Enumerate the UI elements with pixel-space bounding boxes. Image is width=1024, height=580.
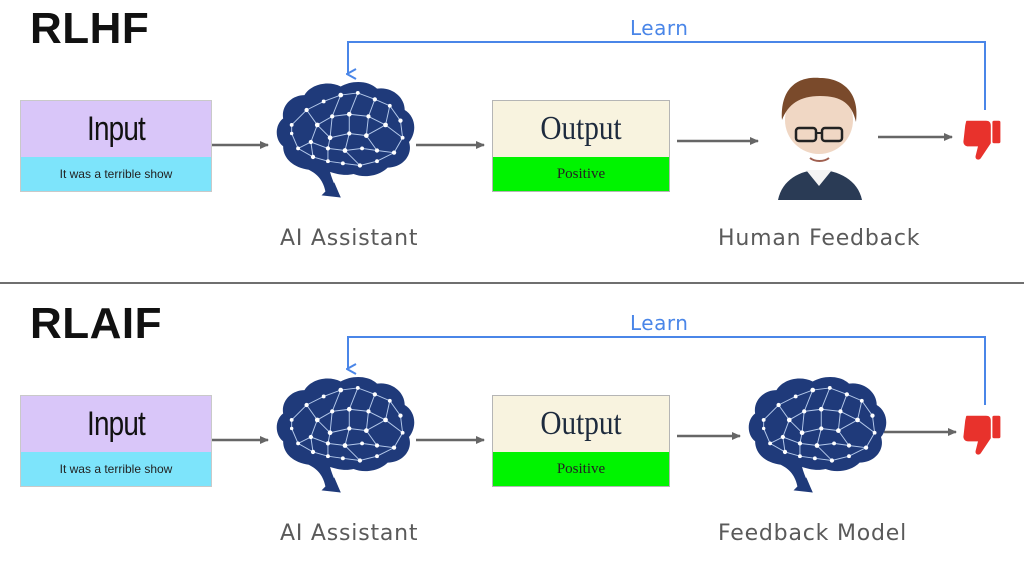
learn-label: Learn [630, 16, 689, 40]
input-text: It was a terrible show [21, 452, 211, 486]
rlhf-connectors [212, 41, 1001, 200]
section-divider [0, 282, 1024, 284]
thumbs-down-icon [963, 120, 1001, 160]
output-box: Output Positive [492, 100, 670, 192]
input-text: It was a terrible show [21, 157, 211, 191]
assistant-caption: AI Assistant [280, 521, 419, 546]
assistant-caption: AI Assistant [280, 226, 419, 251]
rlhf-section: RLHF Learn Input It was a terrible show … [0, 0, 1024, 285]
rlaif-connectors [212, 336, 1001, 494]
output-box: Output Positive [492, 395, 670, 487]
output-text: Positive [493, 157, 669, 191]
input-heading: Input [38, 396, 194, 452]
brain-network-icon [276, 81, 415, 199]
feedback-caption: Feedback Model [718, 521, 908, 546]
learn-feedback-arrow [348, 336, 986, 405]
input-box: Input It was a terrible show [20, 395, 212, 487]
learn-label: Learn [630, 311, 689, 335]
brain-network-icon [276, 376, 415, 494]
thumbs-down-icon [963, 415, 1001, 455]
output-heading: Output [540, 110, 622, 147]
input-heading: Input [38, 101, 194, 157]
output-heading: Output [540, 405, 622, 442]
feedback-model-brain-icon [748, 376, 887, 494]
feedback-caption: Human Feedback [718, 226, 921, 251]
section-title: RLAIF [30, 299, 163, 348]
input-box: Input It was a terrible show [20, 100, 212, 192]
rlaif-section: RLAIF Learn Input It was a terrible show… [0, 295, 1024, 580]
person-portrait-icon [778, 77, 862, 200]
section-title: RLHF [30, 4, 150, 53]
learn-feedback-arrow [348, 41, 986, 110]
output-text: Positive [493, 452, 669, 486]
